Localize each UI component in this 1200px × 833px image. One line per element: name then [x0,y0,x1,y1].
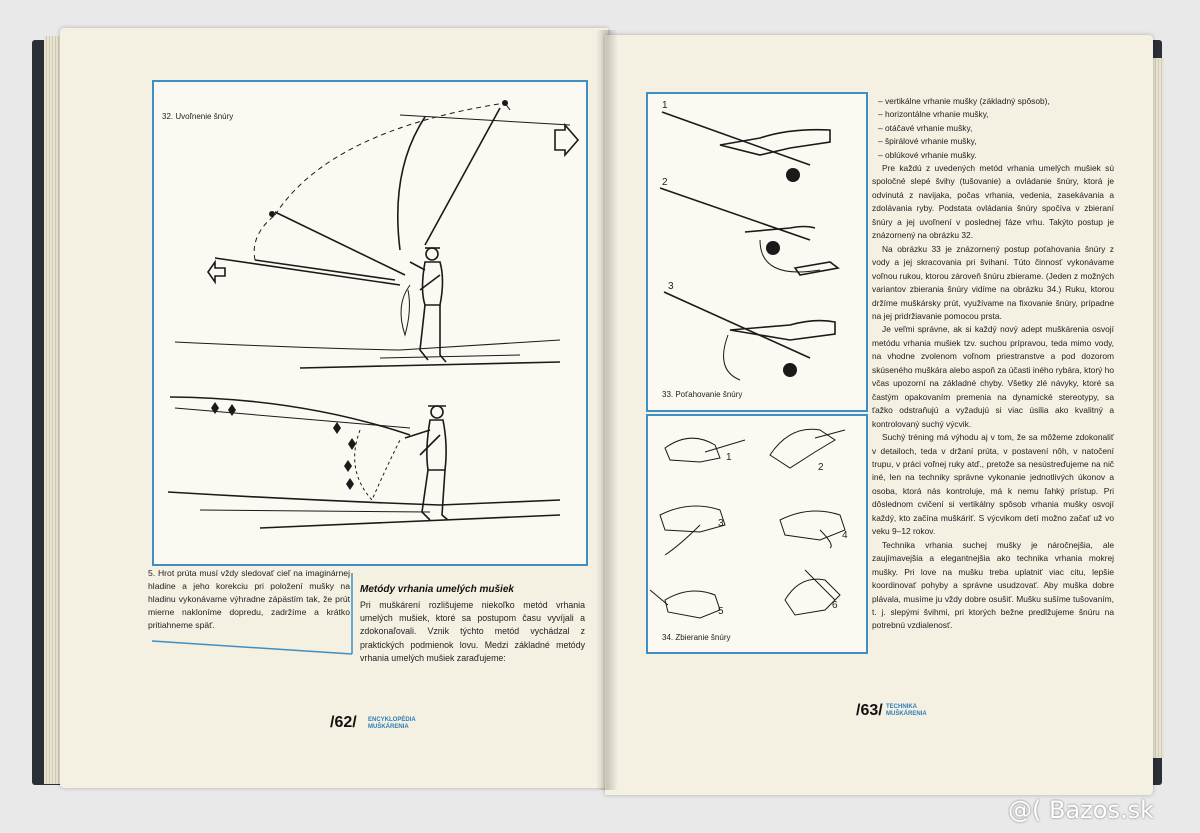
figure-34-step-1: 1 [726,452,732,463]
list-item: – otáčavé vrhanie mušky, [878,122,973,133]
figure-32-frame [152,80,588,566]
left-page-number: /62/ [330,714,357,731]
figure-34-step-4: 4 [842,530,848,541]
figure-32-label: 32. Uvoľnenie šnúry [162,112,234,121]
figure-34-frame [646,414,868,654]
figure-34-label: 34. Zbieranie šnúry [662,633,731,642]
site-watermark: @( Bazos.sk [1008,796,1154,824]
figure-34-step-5: 5 [718,606,724,617]
section-title: Metódy vrhania umelých mušiek [360,584,514,595]
book-gutter [596,30,618,790]
paragraph: Je veľmi správne, ak si každý nový adept… [872,324,1114,429]
right-folio-title-1: TECHNIKA [886,704,917,710]
figure-34-step-6: 6 [832,600,838,611]
paragraph: Technika vrhania suchej mušky je náročne… [872,539,1114,631]
figure-33-step-2: 2 [662,177,668,188]
figure-34-step-3: 3 [718,518,724,529]
right-folio-title-2: MUŠKÁRENIA [886,711,927,717]
paragraph: Na obrázku 33 je znázornený postup poťah… [872,243,1114,321]
paragraph: Suchý tréning má výhodu aj v tom, že sa … [872,432,1114,537]
figure-32-caption: 5. Hrot prúta musí vždy sledovať cieľ na… [148,568,350,630]
left-folio-title-2: MUŠKÁRENIA [368,724,409,730]
right-page-body: Pre každú z uvedených metód vrhania umel… [872,162,1114,633]
figure-33-step-3: 3 [668,281,674,292]
left-folio-title-1: ENCYKLOPÉDIA [368,717,416,723]
page-edges-right [1150,58,1164,758]
right-page-number: /63/ [856,702,883,719]
section-body: Pri muškárení rozlišujeme niekoľko metód… [360,600,585,663]
page-edges-left [44,36,64,784]
figure-33-step-1: 1 [662,100,668,111]
list-item: – horizontálne vrhanie mušky, [878,109,989,120]
list-item: – špirálové vrhanie mušky, [878,136,977,147]
figure-33-label: 33. Poťahovanie šnúry [662,390,743,399]
figure-34-step-2: 2 [818,462,824,473]
paragraph: Pre každú z uvedených metód vrhania umel… [872,163,1114,241]
cast-methods-list: – vertikálne vrhanie mušky (základný spô… [878,95,1108,162]
list-item: – oblúkové vrhanie mušky. [878,149,977,160]
list-item: – vertikálne vrhanie mušky (základný spô… [878,96,1050,106]
